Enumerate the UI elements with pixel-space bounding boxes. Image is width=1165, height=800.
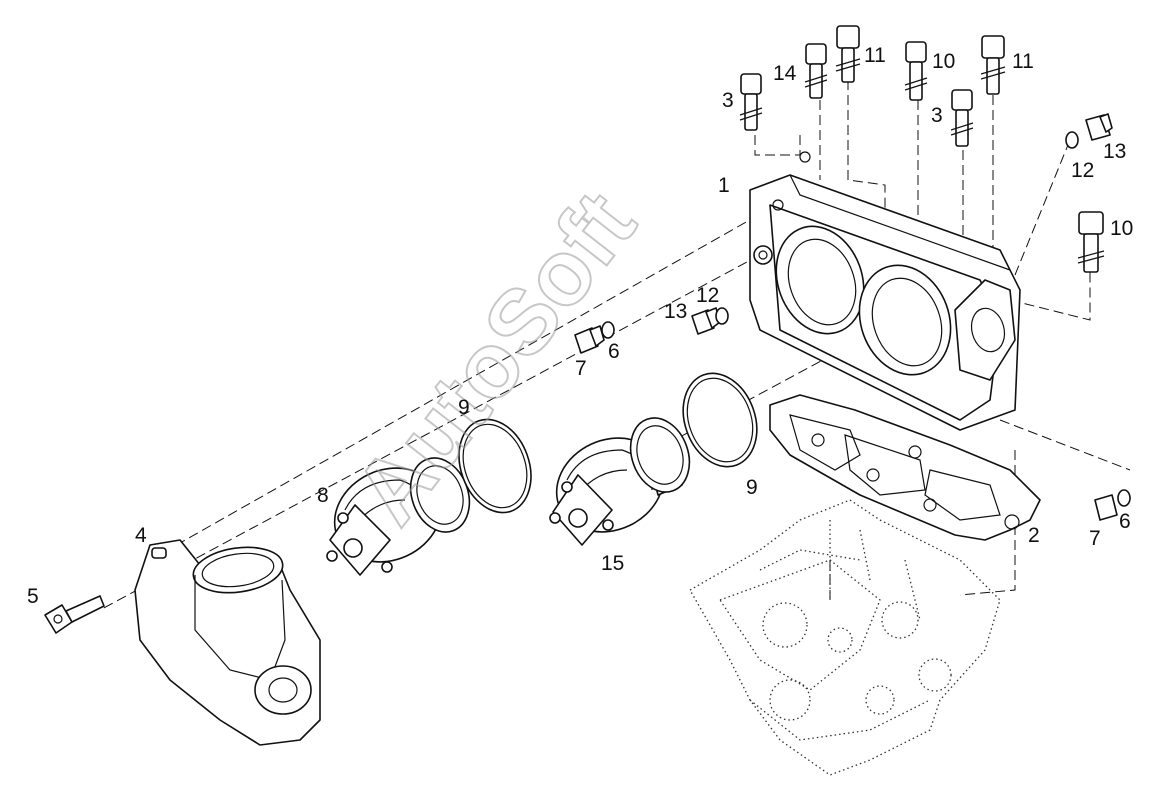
callout-label: 12	[696, 284, 719, 307]
thermostat-housing	[749, 151, 1021, 431]
callout-label: 8	[317, 484, 329, 507]
thermostat-left	[326, 457, 471, 576]
thermostat-right	[549, 417, 691, 546]
callout-label: 1	[718, 174, 730, 197]
fasteners	[44, 25, 1131, 634]
callout-label: 4	[135, 524, 147, 547]
o-ring-left	[458, 418, 532, 514]
callout-label: 7	[575, 357, 587, 380]
callout-label: 6	[608, 340, 620, 363]
callout-label: 13	[1103, 140, 1126, 163]
gasket	[769, 394, 1041, 541]
callout-label: 11	[1012, 50, 1034, 73]
callout-label: 7	[1089, 527, 1101, 550]
inlet-elbow	[134, 539, 321, 746]
callout-label: 11	[864, 44, 886, 67]
callout-label: 9	[746, 476, 758, 499]
callout-label: 3	[722, 89, 734, 112]
callout-labels: 1 2 3 3 4 5 6 6 7 7 8 9 9 10 10 11 11 12…	[27, 44, 1133, 608]
callout-label: 9	[458, 396, 470, 419]
callout-label: 15	[601, 552, 624, 575]
callout-label: 5	[27, 585, 39, 608]
o-ring-right-inner	[686, 377, 754, 463]
callout-label: 6	[1119, 510, 1131, 533]
callout-label: 12	[1071, 159, 1094, 182]
callout-label: 2	[1028, 524, 1040, 547]
callout-label: 13	[664, 300, 687, 323]
o-ring-right	[682, 372, 758, 468]
callout-label: 3	[931, 104, 943, 127]
engine-block-outline	[689, 499, 1001, 776]
o-ring-left-inner	[462, 423, 528, 509]
callout-label: 14	[773, 62, 797, 85]
callout-label: 10	[1110, 217, 1133, 240]
callout-label: 10	[932, 50, 955, 73]
